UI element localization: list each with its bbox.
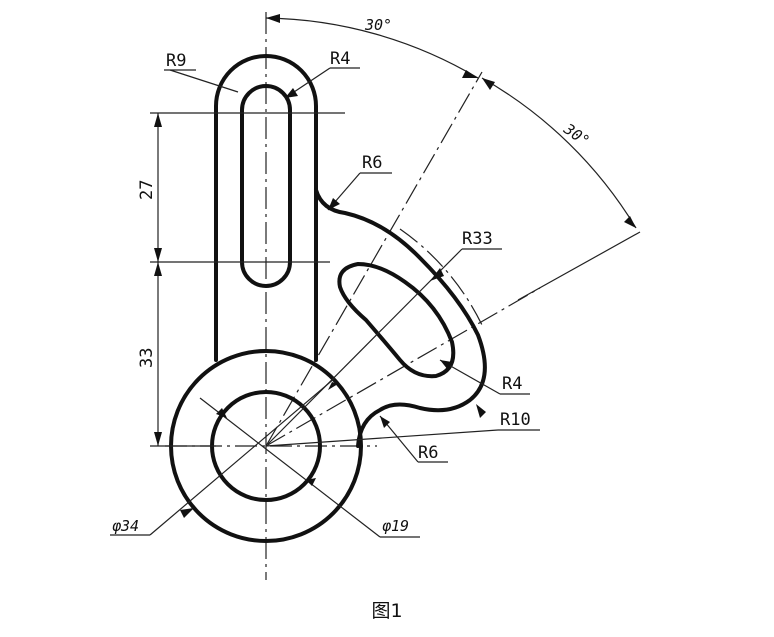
arrow-33-bottom <box>154 432 162 446</box>
figure-caption: 图1 <box>371 600 403 622</box>
arrow-27-bottom <box>154 248 162 262</box>
slot-centerline-30deg <box>265 71 483 447</box>
arrow-33-top <box>154 262 162 276</box>
arrow-27-top <box>154 113 162 127</box>
arrow-r33 <box>430 268 444 281</box>
arrow-r6-bottom <box>380 416 390 428</box>
angle-arrow-top-right <box>462 70 478 78</box>
angle-arc-top <box>265 17 479 79</box>
dim-text-r4-top: R4 <box>330 49 350 69</box>
arrow-r4-right <box>440 360 452 370</box>
arc-slot-centerline-60deg <box>265 287 541 447</box>
dim-text-33: 33 <box>137 348 157 368</box>
arrow-r10 <box>476 404 486 418</box>
dim-text-r33: R33 <box>462 229 493 249</box>
vertical-arm-outline <box>214 54 318 362</box>
dim-text-27: 27 <box>137 180 157 200</box>
angle-arc-right <box>481 77 637 229</box>
arrow-phi19-bottom <box>306 478 316 486</box>
arrow-phi34-bottom <box>180 508 194 518</box>
dim-text-r10: R10 <box>500 410 531 430</box>
arrow-r4-top <box>285 88 298 98</box>
angle-text-top: 30° <box>364 16 392 34</box>
r33-center-arc <box>399 228 483 326</box>
leader-phi34 <box>149 377 336 536</box>
dim-text-phi34: φ34 <box>112 517 139 535</box>
dim-text-r9: R9 <box>166 51 186 71</box>
technical-drawing: 27 33 30° 30° R9 R4 R6 R33 R4 R10 R6 φ34 <box>110 12 641 580</box>
arrow-phi34-top <box>328 382 338 390</box>
leader-r9 <box>169 69 239 93</box>
angle-ext-right <box>517 231 641 301</box>
inner-slot-outline <box>240 84 292 288</box>
angle-arrow-right-bottom <box>624 216 636 228</box>
dim-text-phi19: φ19 <box>382 517 409 535</box>
dim-text-r6-bottom: R6 <box>418 443 438 463</box>
angle-arrow-top-left <box>266 14 280 23</box>
leader-r33 <box>267 248 463 445</box>
arrow-phi19-top <box>216 408 227 418</box>
arrow-r6-top <box>328 198 340 210</box>
angle-arrow-right-top <box>482 78 495 90</box>
curved-arm-outline <box>314 188 487 448</box>
arc-slot-outline <box>337 262 456 379</box>
leader-r10 <box>265 429 499 447</box>
dim-text-r6-top: R6 <box>362 153 382 173</box>
dim-text-r4-right: R4 <box>502 374 522 394</box>
leader-phi19 <box>199 397 381 538</box>
angle-text-right: 30° <box>560 119 593 150</box>
